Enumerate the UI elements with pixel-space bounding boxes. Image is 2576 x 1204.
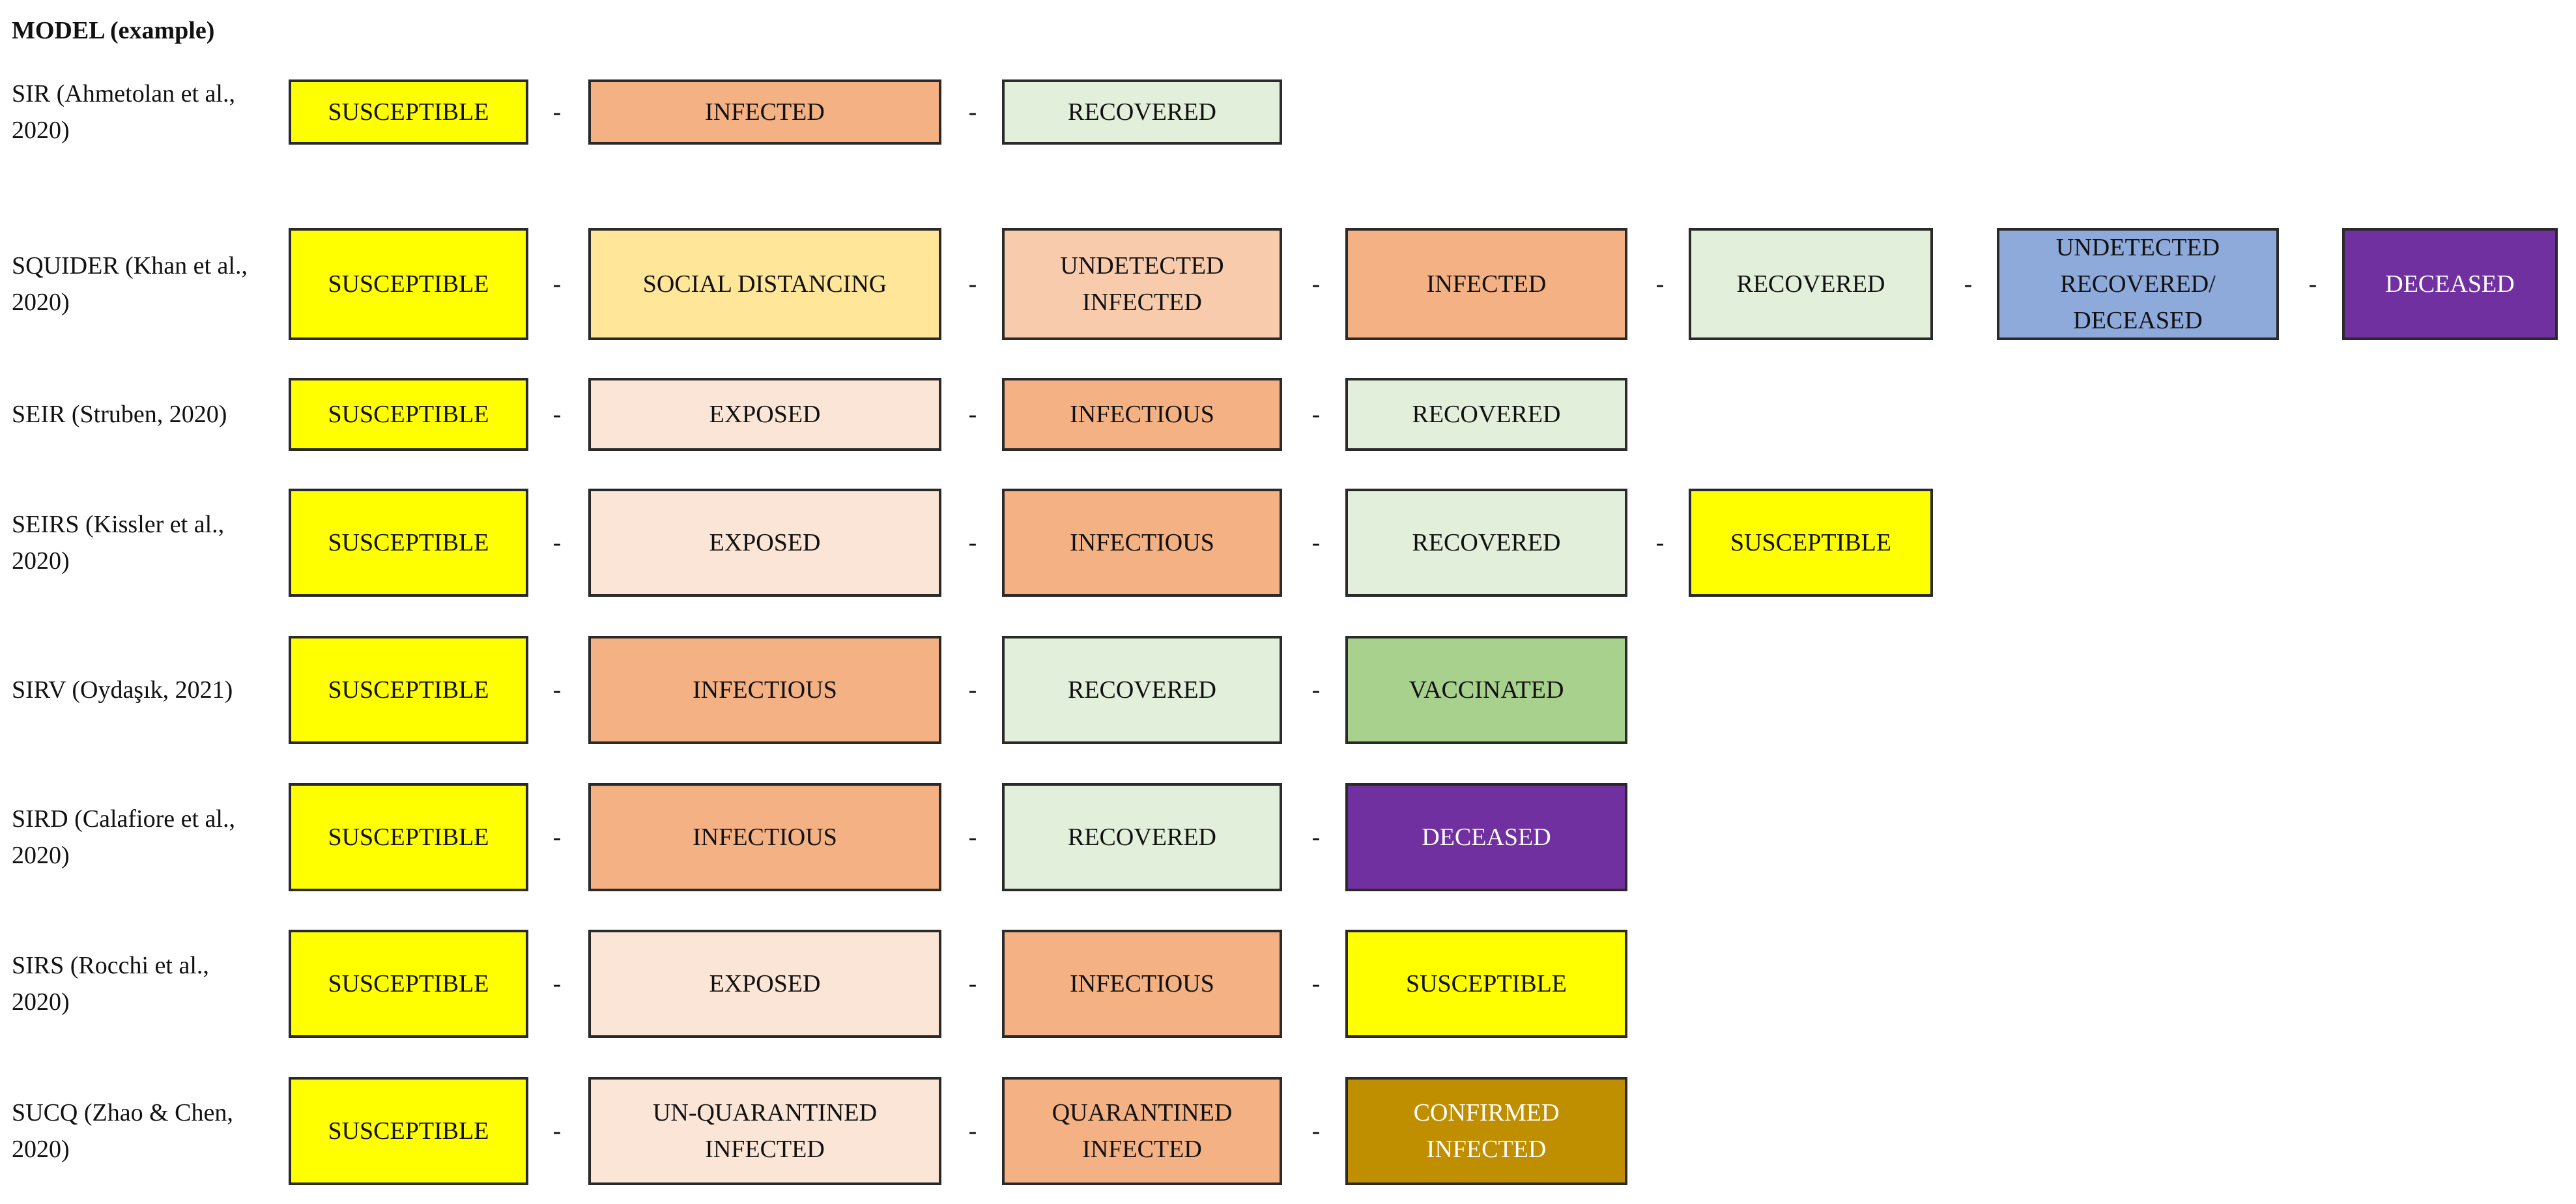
compartment-box: RECOVERED [1345, 378, 1627, 451]
compartment-box: VACCINATED [1345, 636, 1627, 744]
compartment-box: INFECTIOUS [1002, 378, 1282, 451]
separator-dash: - [1311, 676, 1321, 704]
compartment-box: RECOVERED [1689, 228, 1933, 340]
separator-dash: - [552, 270, 562, 298]
model-label: SIRS (Rocchi et al., 2020) [12, 952, 209, 1016]
model-label: SEIRS (Kissler et al., 2020) [12, 511, 225, 575]
compartment-box: EXPOSED [588, 930, 941, 1038]
compartment-box: INFECTED [1345, 228, 1627, 340]
separator-dash: - [968, 970, 977, 997]
separator-dash: - [552, 1117, 562, 1145]
model-label: SIRD (Calafiore et al., 2020) [12, 805, 235, 869]
separator-dash: - [968, 1117, 977, 1145]
separator-dash: - [1311, 401, 1321, 428]
separator-dash: - [1311, 970, 1321, 997]
separator-dash: - [552, 529, 562, 556]
separator-dash: - [968, 824, 977, 851]
compartment-box: RECOVERED [1002, 636, 1282, 744]
model-label: SIR (Ahmetolan et al., 2020) [12, 80, 235, 144]
compartment-box: SUSCEPTIBLE [289, 378, 528, 451]
compartment-box: UN-QUARANTINED INFECTED [588, 1077, 941, 1185]
compartment-box: RECOVERED [1002, 783, 1282, 891]
compartment-box: EXPOSED [588, 378, 941, 451]
compartment-box: SUSCEPTIBLE [289, 783, 528, 891]
compartment-box: SUSCEPTIBLE [289, 228, 528, 340]
model-label: SQUIDER (Khan et al., 2020) [12, 252, 248, 316]
separator-dash: - [1311, 824, 1321, 851]
compartment-box: SUSCEPTIBLE [289, 636, 528, 744]
compartment-box: SUSCEPTIBLE [1689, 489, 1933, 597]
separator-dash: - [968, 676, 977, 704]
separator-dash: - [552, 401, 562, 428]
separator-dash: - [968, 401, 977, 428]
separator-dash: - [552, 970, 562, 997]
compartment-box: RECOVERED [1002, 79, 1282, 145]
compartment-box: UNDETECTED INFECTED [1002, 228, 1282, 340]
compartment-box: EXPOSED [588, 489, 941, 597]
separator-dash: - [1311, 270, 1321, 298]
model-label: SUCQ (Zhao & Chen, 2020) [12, 1099, 233, 1163]
compartment-box: SUSCEPTIBLE [289, 930, 528, 1038]
compartment-box: DECEASED [2342, 228, 2558, 340]
diagram-header: MODEL (example) [12, 17, 215, 44]
separator-dash: - [1964, 270, 1973, 298]
model-label: SIRV (Oydaşık, 2021) [12, 676, 233, 704]
compartment-box: CONFIRMED INFECTED [1345, 1077, 1627, 1185]
compartment-box: SUSCEPTIBLE [1345, 930, 1627, 1038]
model-label: SEIR (Struben, 2020) [12, 401, 227, 428]
separator-dash: - [968, 98, 977, 126]
compartment-box: SUSCEPTIBLE [289, 1077, 528, 1185]
separator-dash: - [1311, 1117, 1321, 1145]
separator-dash: - [1655, 270, 1665, 298]
compartment-box: INFECTIOUS [588, 783, 941, 891]
separator-dash: - [552, 676, 562, 704]
compartment-box: SUSCEPTIBLE [289, 489, 528, 597]
separator-dash: - [2308, 270, 2317, 298]
compartment-box: RECOVERED [1345, 489, 1627, 597]
compartment-box: UNDETECTED RECOVERED/ DECEASED [1997, 228, 2279, 340]
separator-dash: - [1311, 529, 1321, 556]
separator-dash: - [552, 98, 562, 126]
separator-dash: - [968, 529, 977, 556]
compartment-box: DECEASED [1345, 783, 1627, 891]
separator-dash: - [1655, 529, 1665, 556]
compartment-box: INFECTIOUS [588, 636, 941, 744]
separator-dash: - [552, 824, 562, 851]
compartment-box: INFECTED [588, 79, 941, 145]
compartment-box: INFECTIOUS [1002, 489, 1282, 597]
compartment-box: QUARANTINED INFECTED [1002, 1077, 1282, 1185]
compartment-box: SUSCEPTIBLE [289, 79, 528, 145]
compartment-box: INFECTIOUS [1002, 930, 1282, 1038]
separator-dash: - [968, 270, 977, 298]
compartment-box: SOCIAL DISTANCING [588, 228, 941, 340]
